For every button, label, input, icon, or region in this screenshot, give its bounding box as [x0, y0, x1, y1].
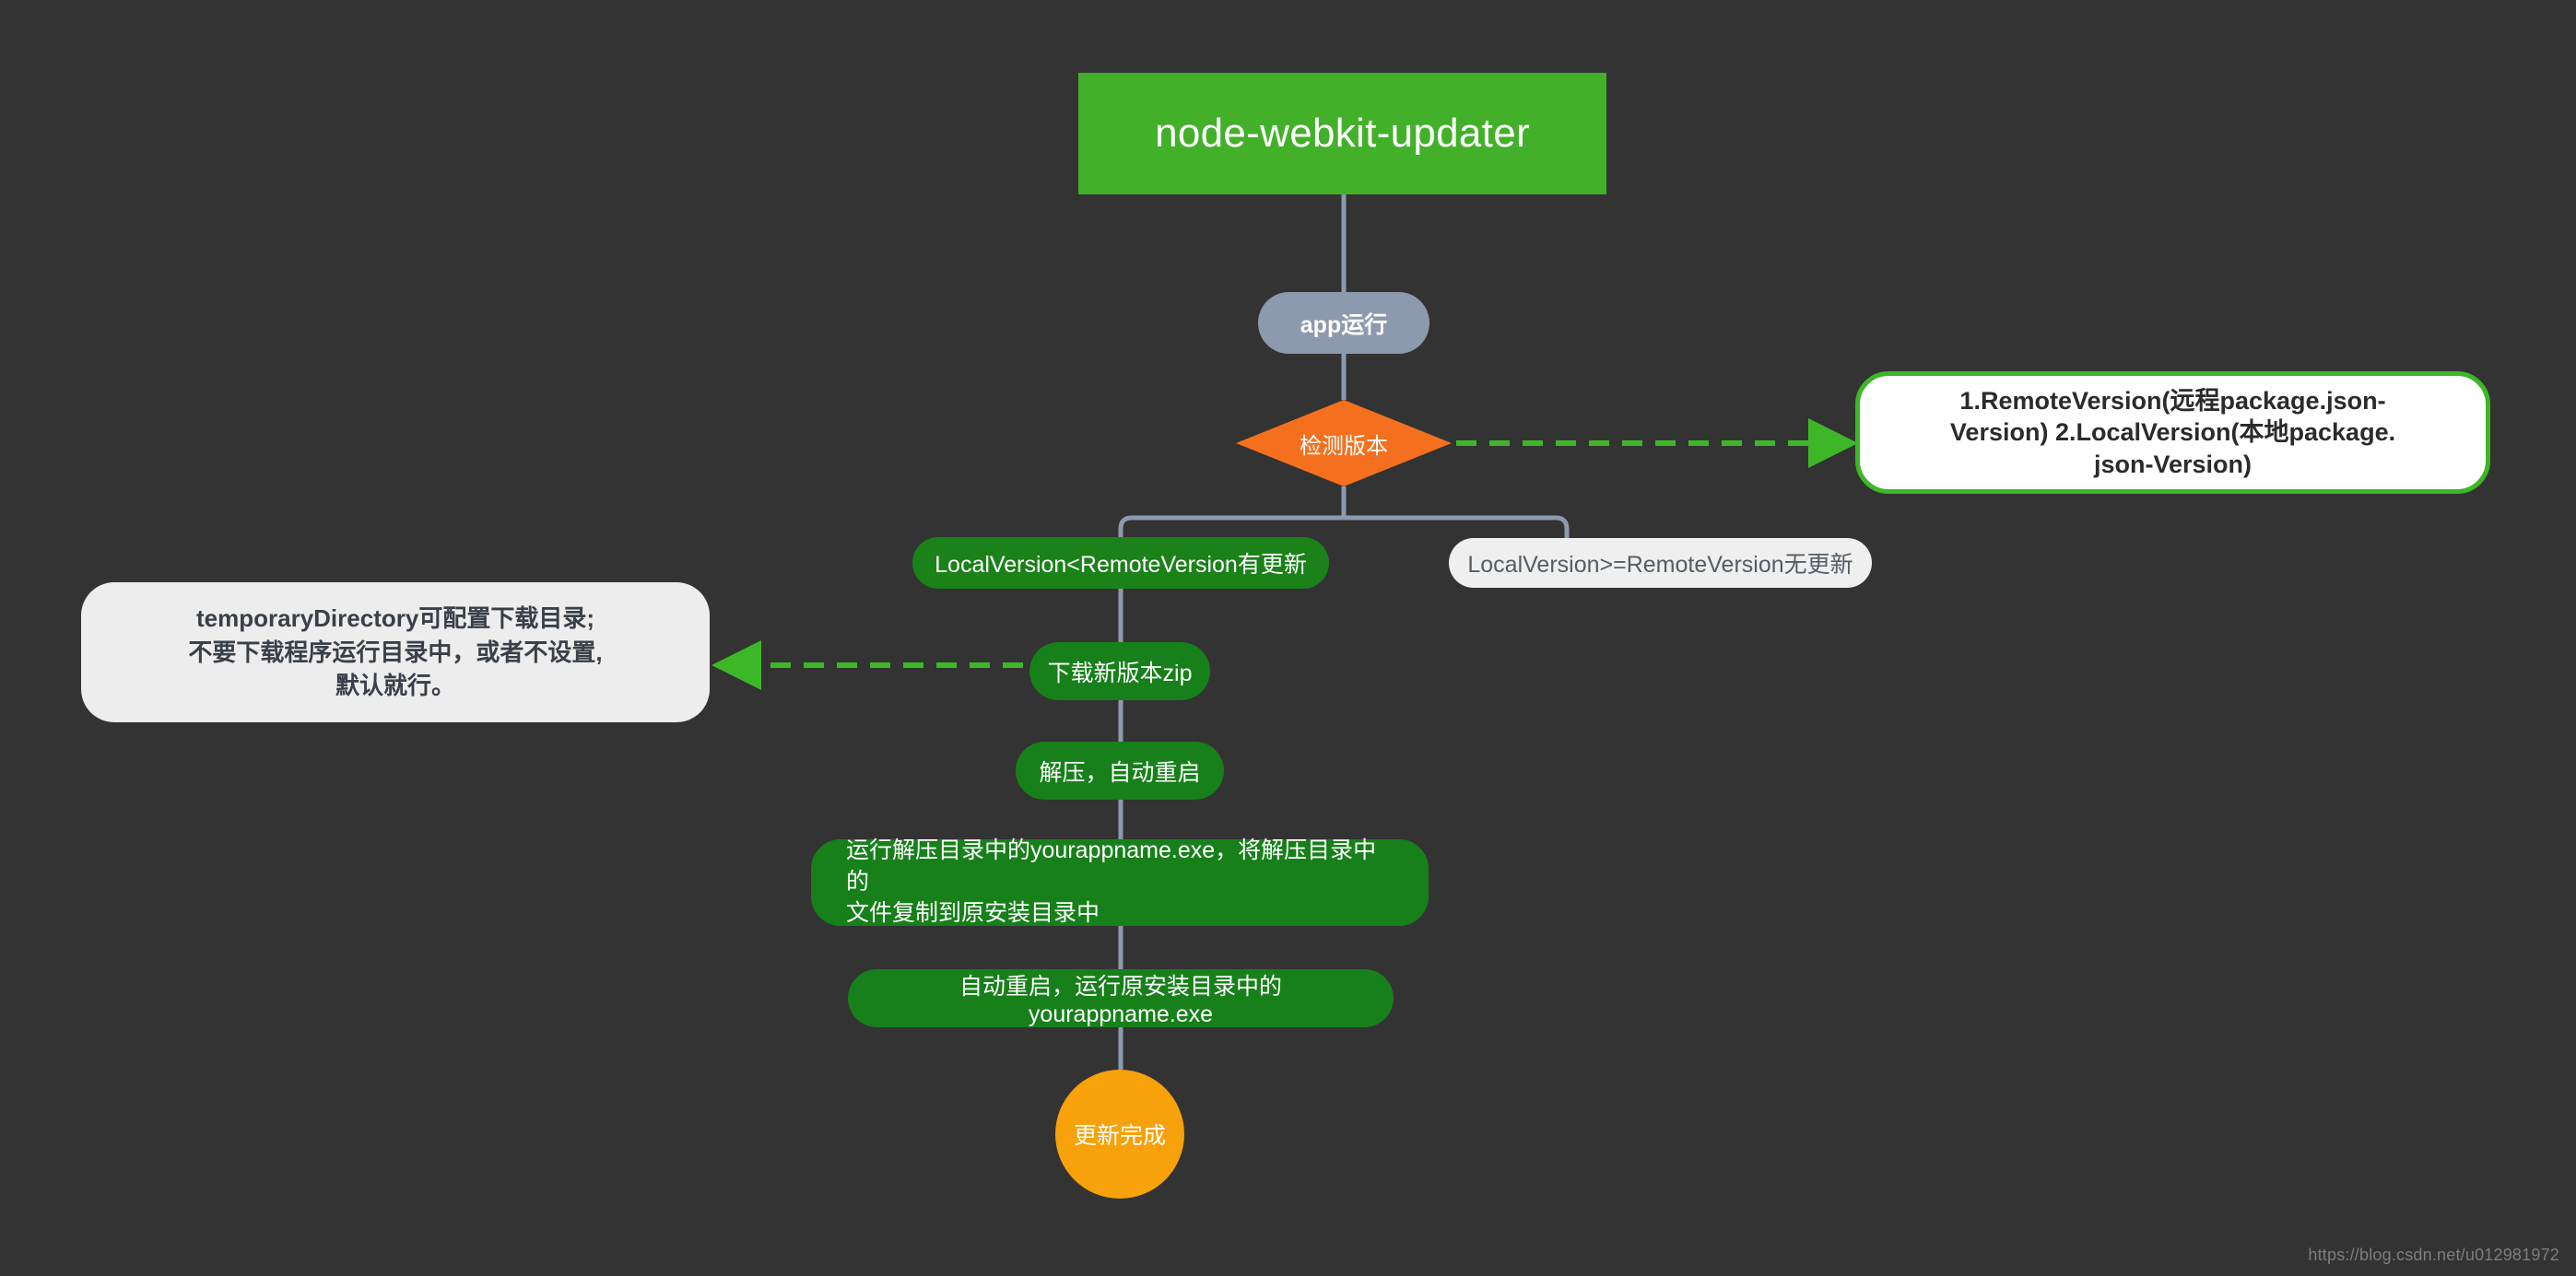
watermark-url: https://blog.csdn.net/u012981972	[2308, 1246, 2559, 1264]
node-copy-files[interactable]: 运行解压目录中的yourappname.exe，将解压目录中的 文件复制到原安装…	[811, 837, 1429, 926]
branch-label-has-update: LocalVersion<RemoteVersion有更新	[912, 537, 1329, 589]
node-decision-check-version[interactable]: 检测版本	[1236, 400, 1452, 486]
note-temporary-directory-line2: 不要下载程序运行目录中，或者不设置,	[188, 638, 603, 666]
node-update-complete-label: 更新完成	[1073, 1123, 1166, 1149]
node-app-run-label: app运行	[1300, 311, 1388, 338]
note-remote-version-line3: json-Version)	[2093, 450, 2253, 478]
node-copy-files-line1: 运行解压目录中的yourappname.exe，将解压目录中的	[846, 837, 1377, 896]
note-remote-version-line1: 1.RemoteVersion(远程package.json-	[1959, 386, 2386, 415]
node-decision-label: 检测版本	[1300, 433, 1388, 459]
branch-label-no-update: LocalVersion>=RemoteVersion无更新	[1449, 538, 1872, 588]
node-unzip-restart[interactable]: 解压，自动重启	[1016, 742, 1224, 800]
node-auto-restart-label: 自动重启，运行原安装目录中的yourappname.exe	[959, 974, 1282, 1027]
node-download-zip-label: 下载新版本zip	[1047, 660, 1193, 686]
branch-label-no-update-text: LocalVersion>=RemoteVersion无更新	[1467, 552, 1853, 578]
note-remote-version-line2: Version) 2.LocalVersion(本地package.	[1949, 418, 2396, 447]
node-auto-restart[interactable]: 自动重启，运行原安装目录中的yourappname.exe	[848, 969, 1394, 1027]
note-remote-version: 1.RemoteVersion(远程package.json- Version)…	[1855, 371, 2490, 494]
node-copy-files-line2: 文件复制到原安装目录中	[846, 899, 1100, 926]
diagram-title: node-webkit-updater	[1078, 73, 1606, 194]
note-temporary-directory-line1: temporaryDirectory可配置下载目录;	[196, 603, 594, 632]
note-temporary-directory-line3: 默认就行。	[335, 672, 455, 700]
node-update-complete[interactable]: 更新完成	[1055, 1070, 1184, 1199]
node-app-run[interactable]: app运行	[1258, 292, 1429, 354]
note-temporary-directory: temporaryDirectory可配置下载目录; 不要下载程序运行目录中，或…	[81, 582, 710, 722]
node-download-zip[interactable]: 下载新版本zip	[1029, 642, 1210, 700]
diagram-title-label: node-webkit-updater	[1155, 111, 1530, 156]
branch-label-has-update-text: LocalVersion<RemoteVersion有更新	[935, 552, 1307, 578]
node-unzip-restart-label: 解压，自动重启	[1039, 759, 1201, 786]
